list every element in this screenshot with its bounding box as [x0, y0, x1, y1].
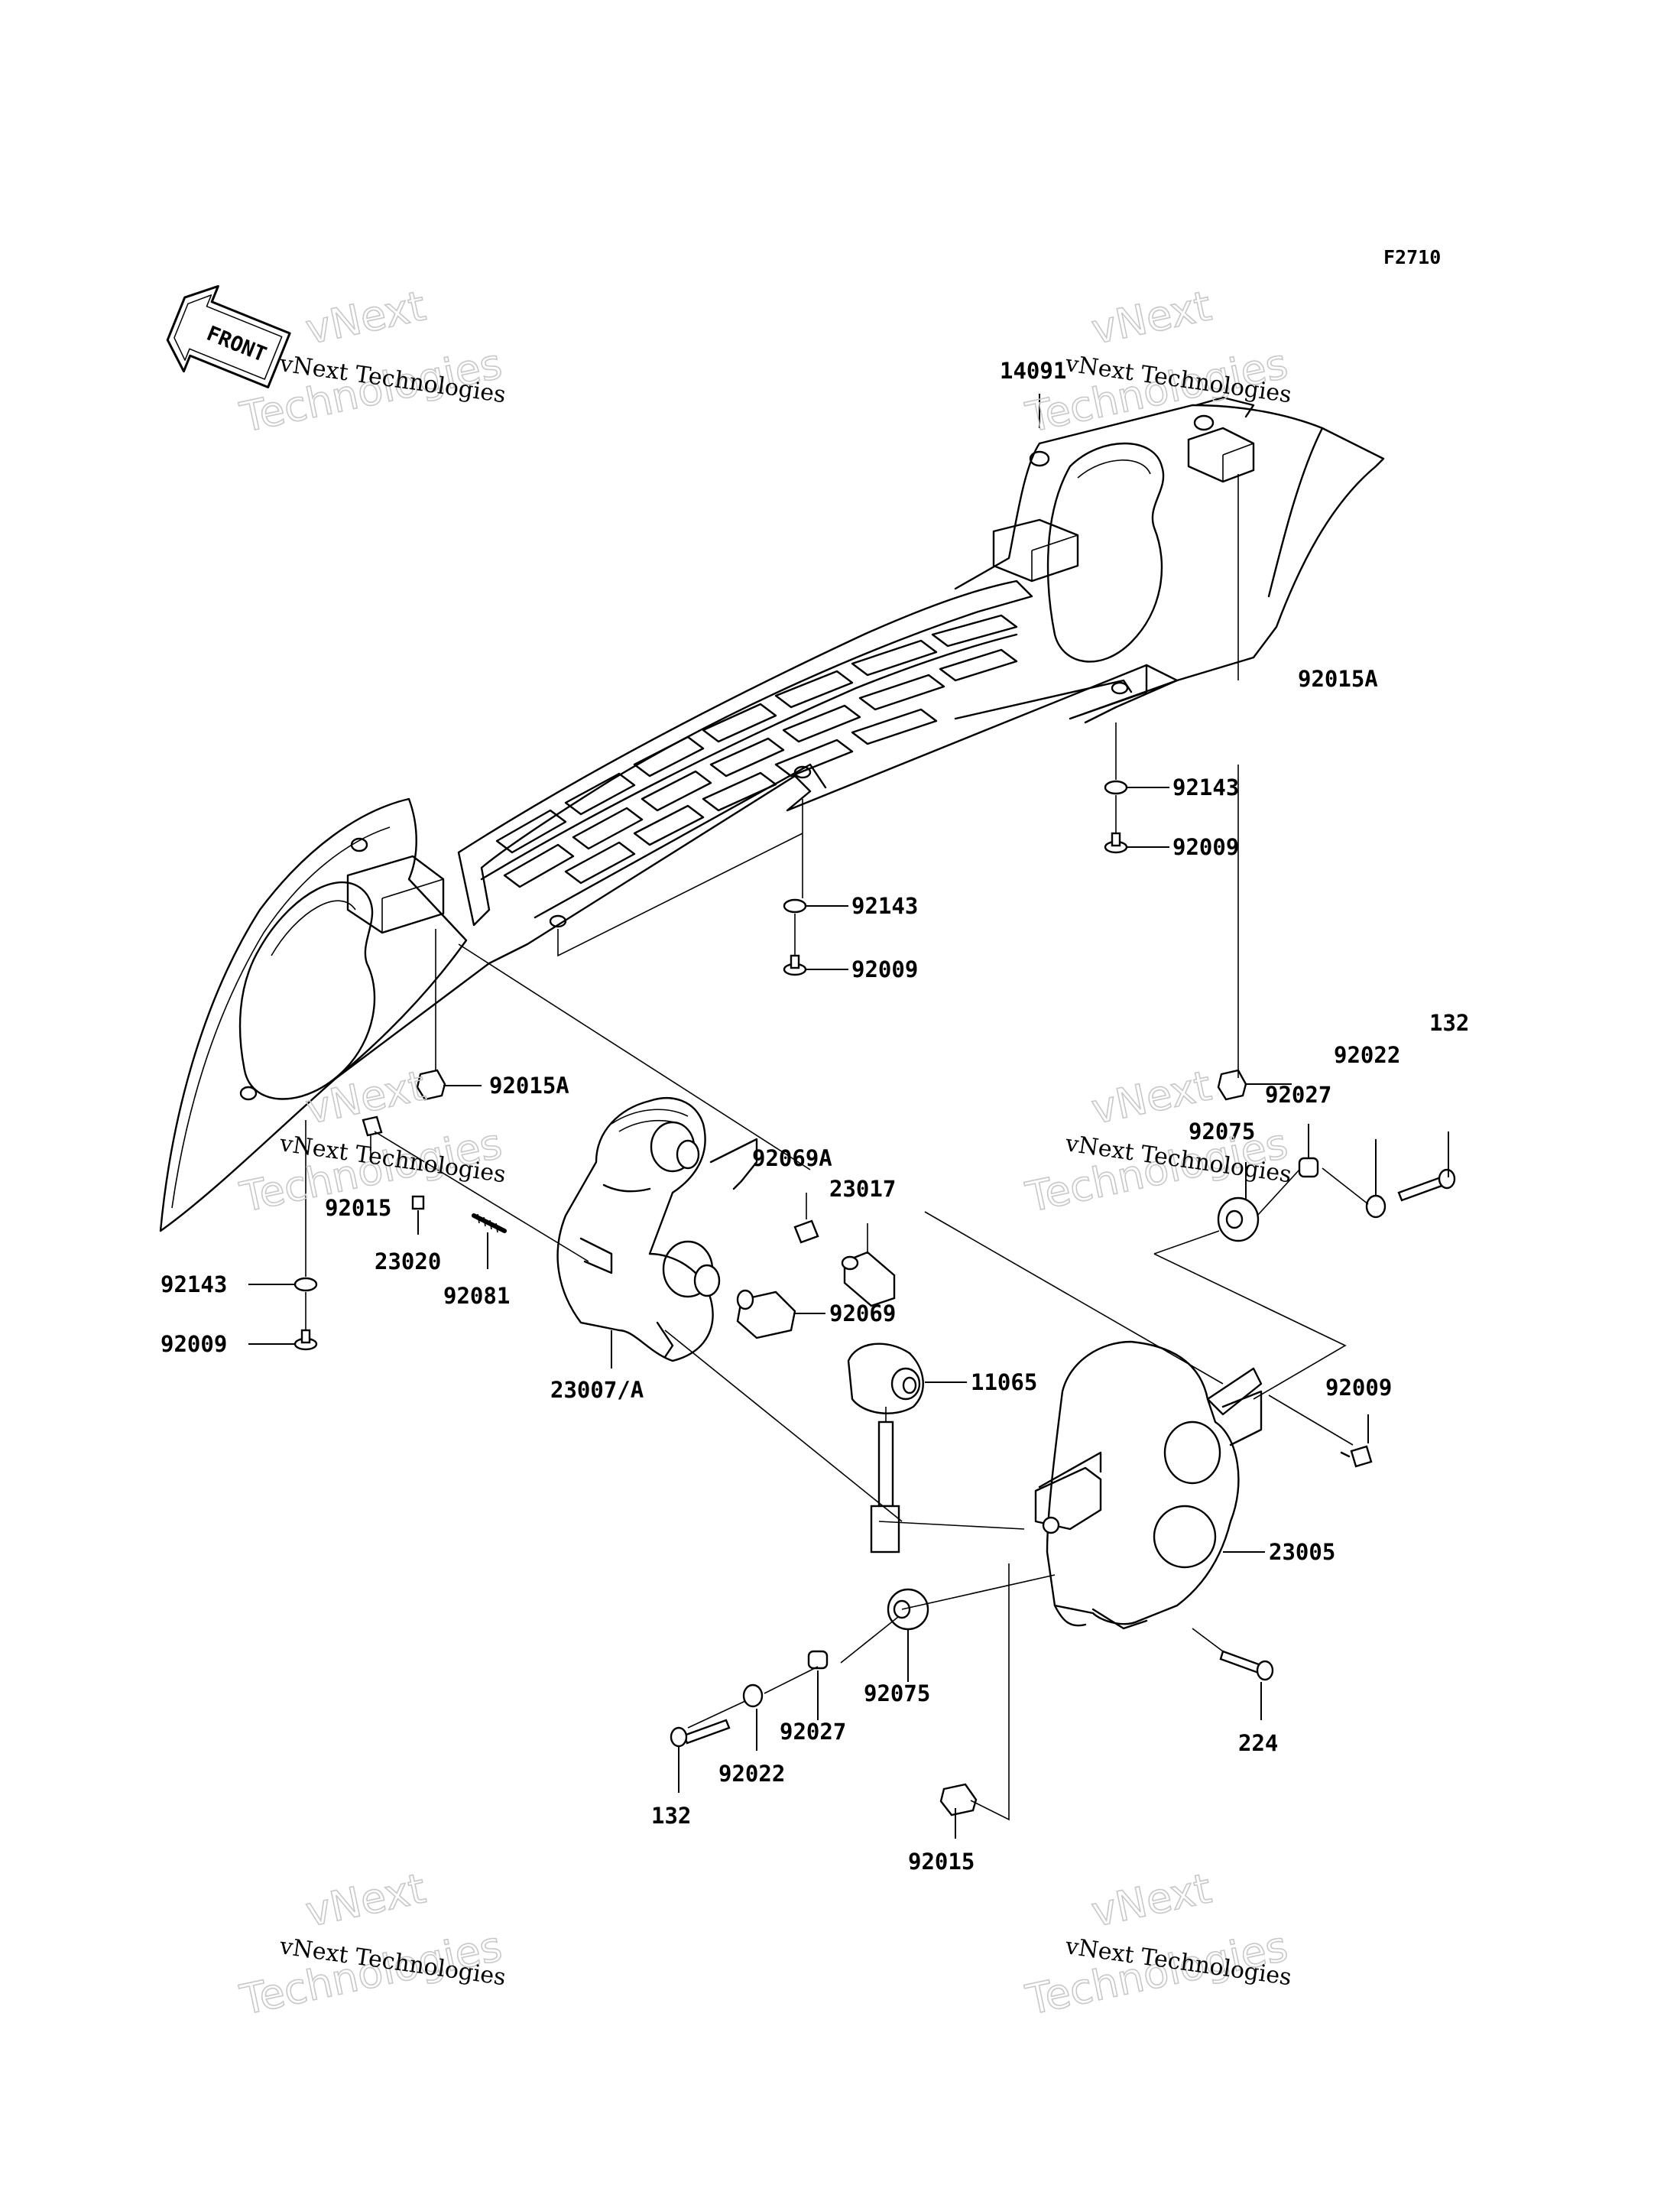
svg-text:vNext: vNext: [302, 281, 430, 353]
grommet-92075-right: [1217, 1196, 1260, 1242]
grommet-92075-bottom: [887, 1588, 929, 1631]
callout-92015A-right: 92015A: [1298, 666, 1378, 692]
bolt-92009-mid: [783, 954, 807, 976]
screw-224: [1219, 1650, 1274, 1681]
svg-text:vNext: vNext: [1088, 1864, 1215, 1936]
callout-224: 224: [1238, 1730, 1278, 1756]
callout-23020: 23020: [375, 1248, 441, 1274]
callout-92015-bottom: 92015: [908, 1849, 975, 1875]
callout-92081: 92081: [443, 1283, 510, 1309]
watermark-mid-right: vNext Technologies vNext Technologies: [1021, 1060, 1293, 1222]
callout-11065: 11065: [971, 1369, 1037, 1395]
svg-text:vNext: vNext: [1088, 281, 1215, 353]
washer-92143-right: [1104, 780, 1128, 795]
callout-132-bottom: 132: [651, 1803, 691, 1829]
bulb-92069A: [793, 1219, 819, 1244]
washer-92022-right: [1365, 1194, 1386, 1219]
collar-92027-bottom: [807, 1650, 829, 1670]
clip-92015-bottom: [939, 1783, 978, 1817]
callout-92027-bottom: 92027: [780, 1719, 846, 1745]
bolt-92009-right: [1104, 832, 1128, 854]
socket-23017: [841, 1251, 896, 1307]
callout-92022-bottom: 92022: [718, 1761, 785, 1787]
bolt-132-bottom: [670, 1719, 731, 1748]
headlight-housing-left: [556, 1097, 758, 1362]
grille-slats: [495, 614, 1018, 888]
callout-92015A-left: 92015A: [489, 1073, 569, 1099]
callout-92143-mid: 92143: [851, 893, 918, 919]
callout-23005: 23005: [1269, 1539, 1335, 1565]
callout-92075-right: 92075: [1189, 1118, 1255, 1144]
callout-92009-mid: 92009: [851, 956, 918, 982]
leader-lines: [248, 394, 1449, 1839]
callout-92075-bottom: 92075: [864, 1680, 930, 1706]
headlight-cowl: [159, 396, 1385, 1232]
watermark-bottom-right: vNext Technologies vNext Technologies: [1021, 1863, 1293, 2024]
watermark-bottom-left: vNext Technologies vNext Technologies: [235, 1863, 508, 2024]
bolt-92009-left: [294, 1329, 318, 1351]
collar-92027-right: [1298, 1157, 1319, 1178]
washer-92022-bottom: [742, 1683, 764, 1708]
callout-132-right: 132: [1429, 1010, 1469, 1036]
callout-23017: 23017: [829, 1176, 896, 1202]
socket-cap-11065: [847, 1343, 924, 1554]
callout-92009-left: 92009: [161, 1331, 227, 1357]
spring-92081: [472, 1213, 507, 1233]
clip-23020: [411, 1195, 425, 1210]
watermark-top-left: vNext Technologies vNext Technologies: [235, 281, 508, 442]
callout-92027-right: 92027: [1265, 1082, 1331, 1108]
callout-92009-right-lower: 92009: [1325, 1375, 1392, 1401]
bolt-92009-right-lower: [1340, 1445, 1373, 1468]
clip-92015-left: [362, 1115, 383, 1137]
figure-code: F2710: [1383, 246, 1441, 268]
callout-92143-right: 92143: [1172, 774, 1239, 800]
bulb-92069: [736, 1289, 796, 1339]
front-label: FRONT: [203, 322, 270, 367]
callout-14091: 14091: [1000, 358, 1066, 384]
headlight-housing-right: [1034, 1340, 1263, 1630]
washer-92143-left: [294, 1277, 318, 1292]
callout-23007A: 23007/A: [550, 1377, 644, 1403]
bolt-132-right: [1397, 1168, 1456, 1202]
callout-92069: 92069: [829, 1300, 896, 1326]
callout-92009-right: 92009: [1172, 834, 1239, 860]
callout-92015-left: 92015: [325, 1195, 391, 1221]
clip-nut-92015A-right: [1217, 1069, 1247, 1101]
clip-nut-92015A-left: [416, 1069, 446, 1101]
svg-text:vNext: vNext: [302, 1864, 430, 1936]
washer-92143-mid: [783, 898, 807, 914]
front-arrow-icon: FRONT: [166, 284, 291, 388]
callout-92069A: 92069A: [752, 1145, 832, 1171]
callout-92022-right: 92022: [1334, 1042, 1400, 1068]
callout-92143-left: 92143: [161, 1271, 227, 1297]
